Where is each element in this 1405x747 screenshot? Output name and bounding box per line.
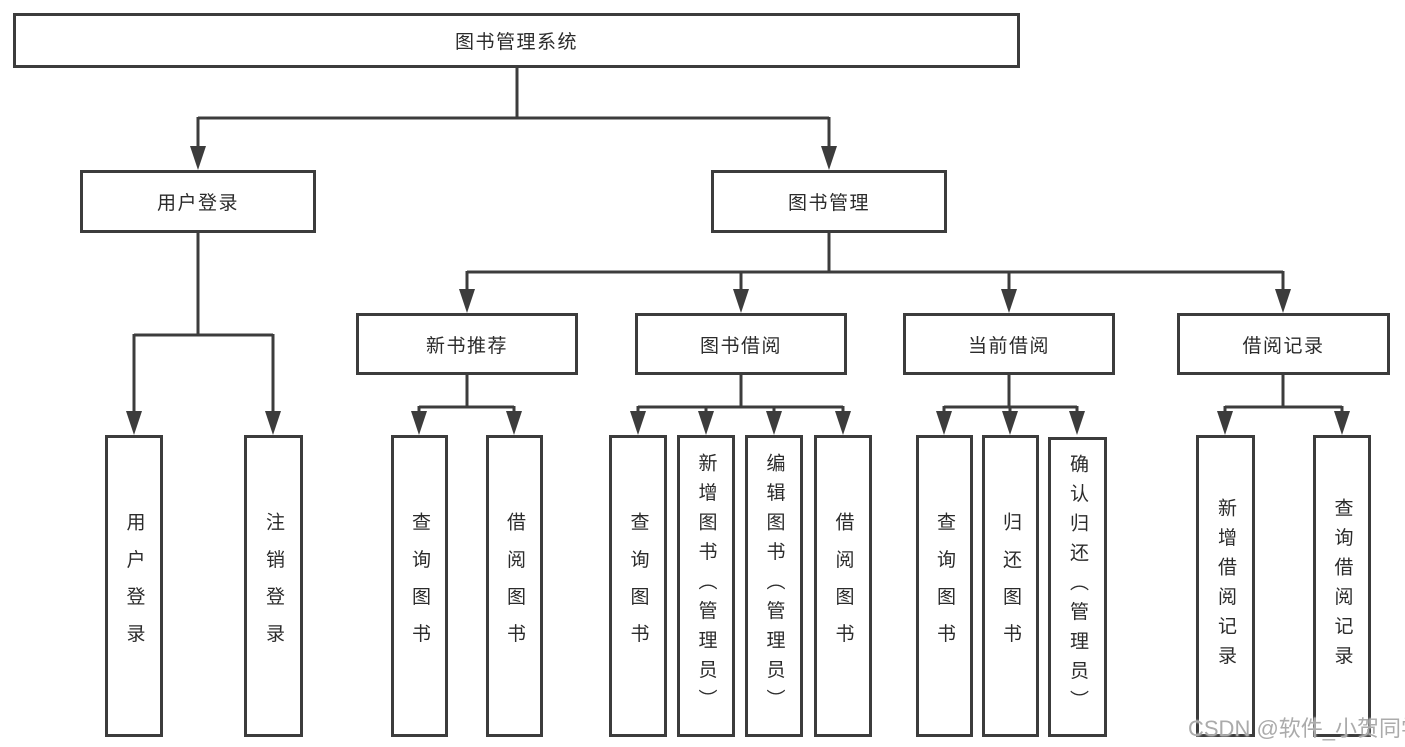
leaf-query-borrow-record: 查询借阅记录 [1313,435,1371,737]
node-borrowing-records: 借阅记录 [1177,313,1390,375]
leaf-borrow-books-recommend-label: 借阅图书 [504,511,525,661]
leaf-borrow-books-borrowing: 借阅图书 [814,435,872,737]
leaf-query-books-borrowing-label: 查询图书 [627,511,649,661]
csdn-watermark: CSDN @软件_小贺同学 [1188,716,1405,741]
leaf-logout-label: 注销登录 [263,511,284,661]
leaf-query-books-current-label: 查询图书 [934,511,955,661]
leaf-edit-books-admin: 编辑图书（管理员） [745,435,803,737]
leaf-query-books-recommend: 查询图书 [391,435,448,737]
node-new-book-recommend-label: 新书推荐 [425,335,508,357]
node-book-management-label: 图书管理 [787,193,870,214]
leaf-query-books-borrowing: 查询图书 [609,435,667,737]
node-user-login-label: 用户登录 [156,193,239,214]
node-root-label: 图书管理系统 [454,32,578,53]
node-book-borrowing-label: 图书借阅 [699,335,782,357]
leaf-borrow-books-recommend: 借阅图书 [486,435,543,737]
leaf-query-books-recommend-label: 查询图书 [409,511,430,661]
leaf-edit-books-admin-label: 编辑图书（管理员） [763,453,785,719]
node-current-borrowing: 当前借阅 [903,313,1115,375]
node-user-login: 用户登录 [80,170,316,233]
node-book-management: 图书管理 [711,170,947,233]
leaf-query-books-current: 查询图书 [916,435,973,737]
leaf-add-borrow-record: 新增借阅记录 [1196,435,1255,737]
leaf-add-books-admin-label: 新增图书（管理员） [695,453,717,719]
leaf-add-borrow-record-label: 新增借阅记录 [1215,497,1236,675]
node-book-borrowing: 图书借阅 [635,313,847,375]
leaf-add-books-admin: 新增图书（管理员） [677,435,735,737]
node-borrowing-records-label: 借阅记录 [1242,335,1325,357]
leaf-return-books-label: 归还图书 [1000,511,1021,661]
leaf-borrow-books-borrowing-label: 借阅图书 [832,511,854,661]
leaf-confirm-return-admin-label: 确认归还（管理员） [1067,454,1088,720]
leaf-return-books: 归还图书 [982,435,1039,737]
leaf-query-borrow-record-label: 查询借阅记录 [1331,497,1353,675]
leaf-user-login-label: 用户登录 [123,511,145,661]
leaf-confirm-return-admin: 确认归还（管理员） [1048,437,1107,737]
node-current-borrowing-label: 当前借阅 [967,335,1050,357]
node-root-system: 图书管理系统 [13,13,1020,68]
node-new-book-recommend: 新书推荐 [356,313,578,375]
leaf-user-login: 用户登录 [105,435,163,737]
leaf-logout: 注销登录 [244,435,303,737]
